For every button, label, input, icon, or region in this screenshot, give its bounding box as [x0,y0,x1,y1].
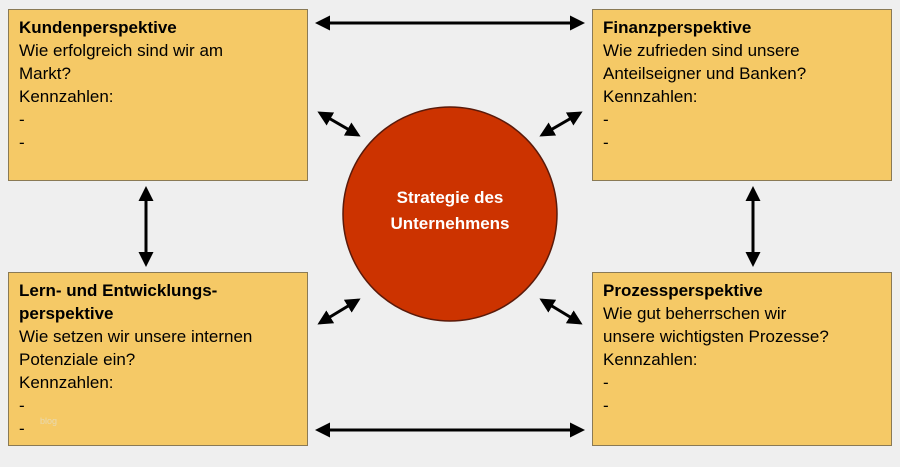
box-question-line: unsere wichtigsten Prozesse? [603,327,829,346]
watermark-text: blog [40,416,58,426]
strategy-label-line2: Unternehmens [390,214,510,233]
box-kennzahl-item: - [19,133,25,152]
box-finanzperspektive: Finanzperspektive Wie zufrieden sind uns… [592,9,892,181]
box-kennzahl-item: - [19,396,25,415]
strategy-label: Strategie des Unternehmens [350,185,550,237]
arrow-diagonal-top-right [539,111,583,137]
box-question-line: Markt? [19,64,71,83]
box-title-line2: perspektive [19,304,114,323]
box-title: Prozessperspektive [603,281,763,300]
box-question-line: Wie erfolgreich sind wir am [19,41,224,60]
arrow-diagonal-bottom-right [539,298,583,325]
box-question-line: Wie setzen wir unsere internen [19,327,253,346]
box-question-line: Wie zufrieden sind unsere [603,41,800,60]
box-kennzahl-item: - [603,396,609,415]
box-kennzahlen-label: Kennzahlen: [603,350,698,369]
box-title-line1: Lern- und Entwicklungs- [19,281,218,300]
strategy-label-line1: Strategie des [396,188,504,207]
box-question-line: Potenziale ein? [19,350,136,369]
box-kennzahl-item: - [603,373,609,392]
box-prozessperspektive: Prozessperspektive Wie gut beherrschen w… [592,272,892,446]
box-kundenperspektive: Kundenperspektive Wie erfolgreich sind w… [8,9,308,181]
arrow-diagonal-top-left [317,111,361,137]
box-lern-entwicklungsperspektive: Lern- und Entwicklungs- perspektive Wie … [8,272,308,446]
box-title: Finanzperspektive [603,18,752,37]
box-kennzahl-item: - [19,110,25,129]
box-title: Kundenperspektive [19,18,177,37]
box-question-line: Anteilseigner und Banken? [603,64,807,83]
box-kennzahl-item: - [603,110,609,129]
box-kennzahl-item: - [19,419,25,438]
arrow-diagonal-bottom-left [317,298,361,325]
box-question-line: Wie gut beherrschen wir [603,304,787,323]
box-kennzahlen-label: Kennzahlen: [19,373,114,392]
strategy-circle [342,106,558,322]
box-kennzahlen-label: Kennzahlen: [19,87,114,106]
box-kennzahl-item: - [603,133,609,152]
box-kennzahlen-label: Kennzahlen: [603,87,698,106]
